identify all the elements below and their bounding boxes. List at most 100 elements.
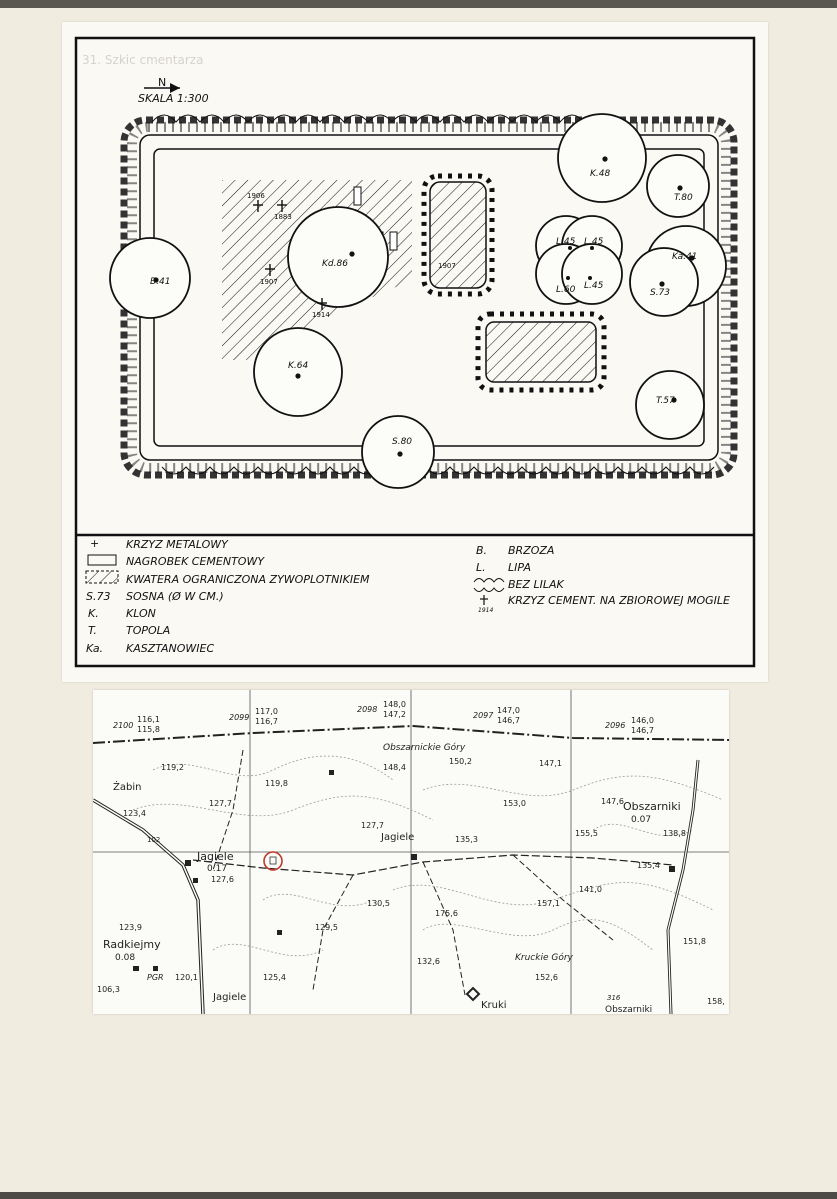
north-arrow: N [144,76,180,93]
legend-symbol-kasztanowiec: Ka. [86,642,103,655]
tree-label-ka41: Ka.41 [672,252,697,262]
contours [132,755,724,957]
legend-symbol-brzoza: B. [476,544,487,557]
road-number-102: 102 [147,836,160,844]
legend-text-topola: TOPOLA [126,624,170,637]
km-grid [93,690,729,1014]
legend-text-hedge: KWATERA OGRANICZONA ZYWOPLOTNIKIEM [126,573,370,586]
grid-num-2096: 2096 [605,721,625,730]
elev-1571: 157,1 [537,899,560,908]
legend-text-mogila: KRZYZ CEMENT. NA ZBIOROWEJ MOGILE [508,594,730,607]
tree-label-l45c: L.45 [584,281,604,291]
elev-1354: 135,4 [637,861,660,870]
legend-text-brzoza: BRZOZA [508,544,554,557]
tree-label-s73: S.73 [650,288,670,298]
elev-1484: 148,4 [383,763,406,772]
legend-text-cross: KRZYZ METALOWY [126,538,229,551]
metal-crosses [253,200,327,310]
top-edge [0,0,837,8]
elev-1502: 150,2 [449,757,472,766]
place-jagiele-num: 0.17 [207,864,227,874]
tree-l45c [561,243,623,305]
elev-1526: 152,6 [535,973,558,982]
elev-1555: 155,5 [575,829,598,838]
elev-1295: 129,5 [315,923,338,932]
elev-1063: 106,3 [97,985,120,994]
grid-b-2096: 146,7 [631,726,654,735]
roads [92,749,700,1015]
plan-sheet: 31. Szkic cmentarza N SKALA 1:300 [62,22,768,682]
grid-num-2099: 2099 [229,713,249,722]
legend-text-tomb: NAGROBEK CEMENTOWY [126,555,265,568]
place-names: Obszarnickie Góry Żabin Jagiele 0.17 Jag… [103,742,681,1015]
cemetery-symbol-icon [269,856,277,865]
legend-text-lipa: LIPA [508,561,531,574]
tree-t80 [646,154,710,218]
grid-a-2099: 117,0 [255,707,278,716]
tree-label-s80: S.80 [392,437,412,447]
elev-1471: 147,1 [539,759,562,768]
place-jagiele-south: Jagiele [212,992,246,1003]
hedge-quarter-1 [421,173,495,297]
legend-symbol-topola: T. [88,624,97,637]
plan-frame [74,36,756,668]
tree-kd86 [287,206,389,308]
elev-1277: 127,7 [209,799,232,808]
tree-k64 [253,327,343,417]
elev-158: 158, [707,997,725,1006]
elev-1518: 151,8 [683,937,706,946]
tree-s73 [629,247,699,317]
grid-num-2100: 2100 [113,721,133,730]
legend-text-kasztanowiec: KASZTANOWIEC [126,642,214,655]
tree-label-k48: K.48 [590,169,610,179]
place-obszarniki: Obszarniki [623,800,681,813]
tree-label-t80: T.80 [674,193,693,203]
cross-year-1883: 1883 [274,213,292,221]
place-zabin: Żabin [113,780,141,793]
elev-1201: 120,1 [175,973,198,982]
topo-map-sheet: 2100 116,1 115,8 2099 117,0 116,7 2098 1… [92,690,730,1015]
tree-label-l45b: L.45 [584,237,604,247]
elev-1305: 130,5 [367,899,390,908]
place-jagiele-center: Jagiele [380,832,414,843]
topographic-map: 2100 116,1 115,8 2099 117,0 116,7 2098 1… [92,690,730,1015]
grid-num-2098: 2098 [357,705,377,714]
place-kruckie-gory: Kruckie Góry [515,952,574,963]
cement-tomb [353,186,362,206]
tree-label-b41: B.41 [150,277,171,287]
elev-1388: 138,8 [663,829,686,838]
scale-label: SKALA 1:300 [138,92,209,105]
north-label: N [158,76,166,89]
place-pgr: PGR [147,973,164,982]
legend-symbol-mogila: 1914 [478,607,493,614]
grid-b-2100: 115,8 [137,725,160,734]
cemetery-plan-drawing: 31. Szkic cmentarza N SKALA 1:300 [74,36,756,668]
elev-1353: 135,3 [455,835,478,844]
hedged-quarter-2 [485,321,597,383]
place-radkiejmy-num: 0.08 [115,953,135,963]
grid-num-2097: 2097 [473,711,494,720]
elev-1192: 119,2 [161,763,184,772]
legend-symbol-klon: K. [88,607,99,620]
legend-right: B. BRZOZA L. LIPA BEZ LILAK 1914 KRZYZ C… [473,544,730,614]
elev-1530: 153,0 [503,799,526,808]
tree-label-t57: T.57 [656,396,675,406]
tree-label-k64: K.64 [288,361,308,371]
legend-symbol-lipa: L. [476,561,486,574]
place-obszarniki-south: Obszarniki [605,1005,652,1014]
grid-a-2096: 146,0 [631,716,654,725]
legend-text-lilak: BEZ LILAK [508,578,565,591]
cross-year-1906: 1906 [247,192,265,200]
grid-b-2098: 147,2 [383,710,406,719]
tree-label-l45a: L.45 [556,237,576,247]
cross-year-1914: 1914 [312,311,330,319]
elev-1277b: 127,7 [361,821,384,830]
place-kruki: Kruki [481,1000,507,1011]
grid-a-2098: 148,0 [383,700,406,709]
elev-1198: 119,8 [265,779,288,788]
legend-symbol-tomb [87,554,117,566]
grid-a-2097: 147,0 [497,706,520,715]
legend-symbol-cross: + [90,537,99,550]
cross-year-1907b: 1907 [438,262,456,270]
tree-t57 [635,370,705,440]
